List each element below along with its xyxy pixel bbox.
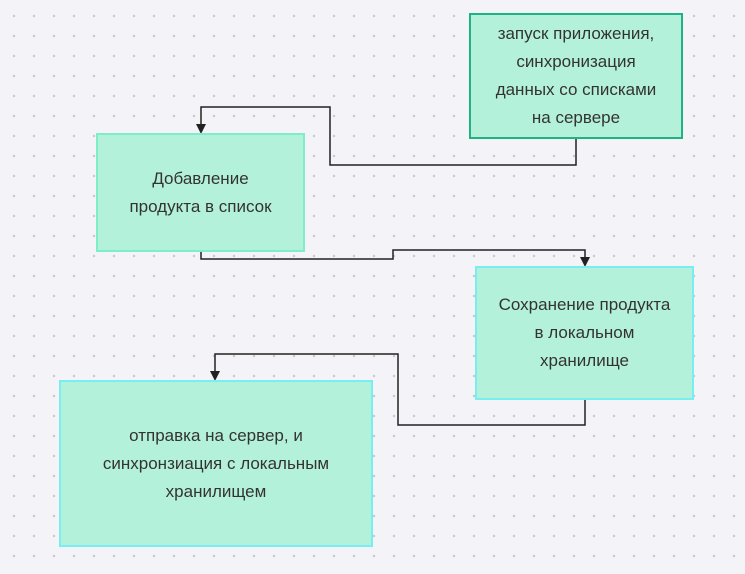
node-label: Сохранение продукта в локальном хранилищ… <box>498 295 671 370</box>
node-label: запуск приложения, синхронизация данных … <box>495 24 657 127</box>
node-send-server-sync[interactable]: отправка на сервер, и синхронзиация с ло… <box>59 380 373 547</box>
node-label: Добавление продукта в список <box>129 168 272 216</box>
node-label: отправка на сервер, и синхронзиация с ло… <box>102 425 330 501</box>
connector-n2-to-n3 <box>200 249 590 267</box>
node-add-product[interactable]: Добавление продукта в список <box>96 133 305 252</box>
node-save-local[interactable]: Сохранение продукта в локальном хранилищ… <box>475 266 694 400</box>
node-app-launch-sync[interactable]: запуск приложения, синхронизация данных … <box>469 13 683 139</box>
